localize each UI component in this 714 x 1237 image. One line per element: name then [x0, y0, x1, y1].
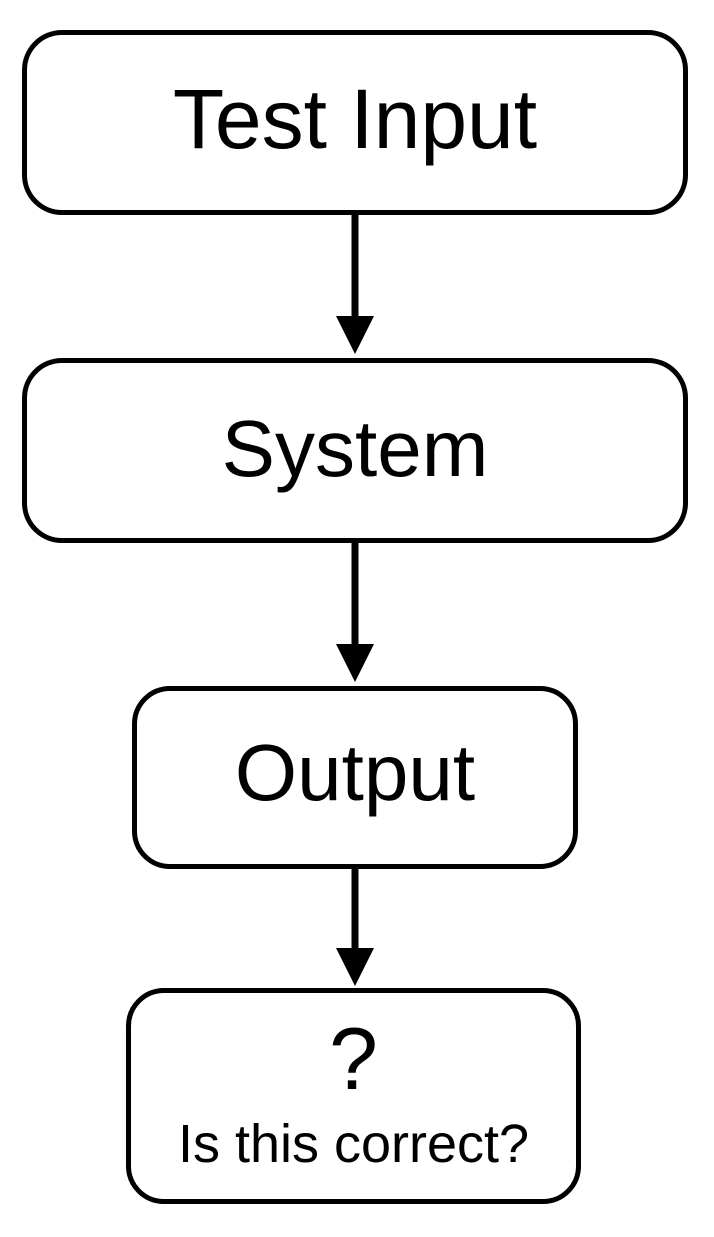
arrow-system-to-output: [336, 543, 374, 682]
arrow-test-input-to-system: [336, 215, 374, 354]
test-input-label: Test Input: [172, 71, 538, 166]
output-node: Output: [132, 686, 578, 869]
test-input-node: Test Input: [22, 30, 688, 215]
question-mark-symbol: ?: [329, 1009, 378, 1108]
system-node: System: [22, 358, 688, 543]
output-label: Output: [234, 727, 476, 817]
correctness-question-text: Is this correct?: [177, 1114, 530, 1174]
correctness-check-node: ? Is this correct?: [126, 988, 581, 1204]
system-label: System: [221, 403, 489, 493]
arrow-output-to-question: [336, 869, 374, 986]
